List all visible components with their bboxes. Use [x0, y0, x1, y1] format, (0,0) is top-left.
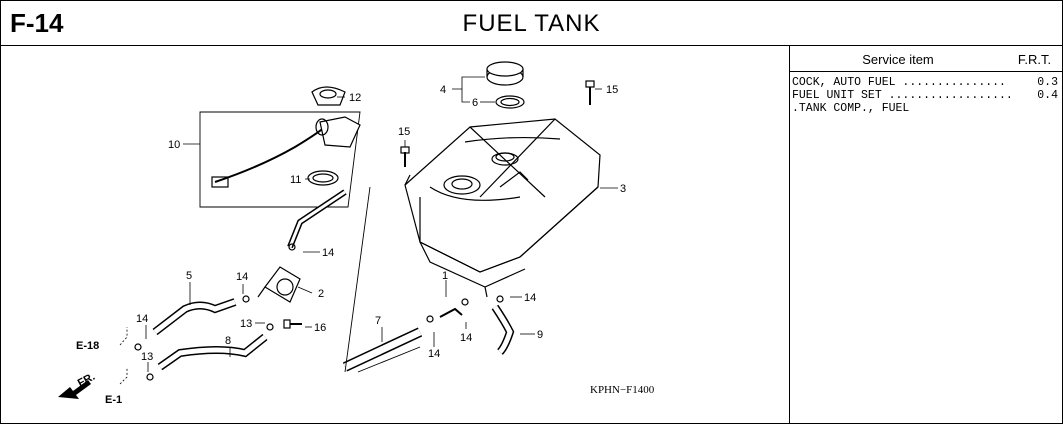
callout-4: 4 [440, 84, 446, 96]
fuel-tank-part [404, 118, 601, 298]
callout-16: 16 [314, 322, 326, 334]
callout-10: 10 [168, 139, 180, 151]
service-item-name: FUEL UNIT SET .................. [792, 89, 1013, 102]
callout-1: 1 [442, 270, 448, 282]
service-item-name: COCK, AUTO FUEL ............... [792, 76, 1006, 89]
frt-header: F.R.T. [1017, 52, 1052, 67]
ref-code-e1: E-1 [105, 394, 122, 406]
callout-14: 14 [524, 292, 536, 304]
service-table-header: Service item F.R.T. [790, 46, 1063, 72]
callout-15: 15 [606, 84, 618, 96]
figure-code: KPHN−F1400 [590, 384, 655, 396]
hoses-part [152, 298, 515, 372]
parts-diagram: FR. E-18 E-1 KPHN−F1400 4 6 15 15 12 10 … [58, 61, 655, 406]
callout-13: 13 [141, 351, 153, 363]
callout-14: 14 [236, 271, 248, 283]
service-table: COCK, AUTO FUEL ............... 0.3 FUEL… [792, 76, 1058, 115]
callout-7: 7 [375, 315, 381, 327]
table-row: COCK, AUTO FUEL ............... 0.3 [792, 76, 1058, 89]
direction-label: FR. [76, 371, 97, 390]
callout-11: 11 [290, 174, 301, 186]
service-item-header: Service item [862, 52, 934, 67]
callout-12: 12 [349, 92, 361, 104]
fuel-cap-part [486, 61, 525, 109]
column-divider [789, 46, 790, 424]
page-header: F-14 FUEL TANK [0, 0, 1063, 46]
ref-code-e18: E-18 [76, 340, 99, 352]
fuel-unit-part [199, 86, 361, 208]
callout-3: 3 [620, 183, 626, 195]
callout-9: 9 [537, 329, 543, 341]
service-item-frt: 0.3 [1037, 76, 1058, 89]
service-item-frt: 0.4 [1037, 89, 1058, 102]
fuel-cock-part [257, 189, 347, 303]
callout-13: 13 [240, 318, 252, 330]
page-title: FUEL TANK [462, 10, 601, 37]
callout-6: 6 [472, 97, 478, 109]
callout-14: 14 [136, 313, 148, 325]
callout-14: 14 [460, 332, 472, 344]
table-row: .TANK COMP., FUEL [792, 102, 1058, 115]
callout-5: 5 [186, 270, 192, 282]
callout-14: 14 [428, 348, 440, 360]
table-row: FUEL UNIT SET .................. 0.4 [792, 89, 1058, 102]
callout-15: 15 [398, 126, 410, 138]
callout-8: 8 [225, 335, 231, 347]
callout-2: 2 [318, 288, 324, 300]
section-code: F-14 [10, 8, 64, 38]
callout-14: 14 [322, 247, 334, 259]
front-direction-arrow [58, 380, 91, 399]
service-item-name: .TANK COMP., FUEL [792, 102, 910, 115]
